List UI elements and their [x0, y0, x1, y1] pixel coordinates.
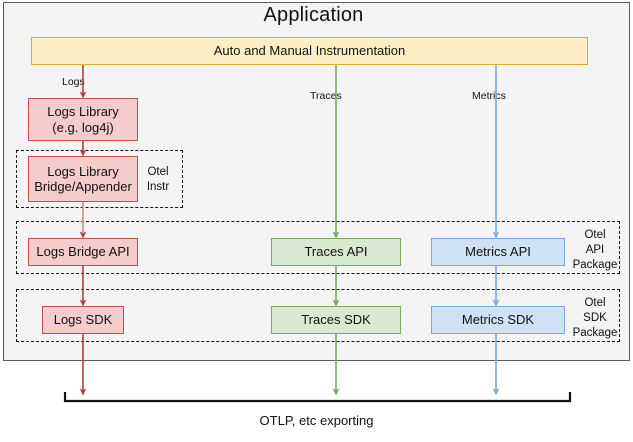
- group-label-otel-api-package: Otel API Package: [572, 229, 618, 272]
- node-traces-api[interactable]: Traces API: [271, 238, 401, 266]
- node-auto-manual-instrumentation[interactable]: Auto and Manual Instrumentation: [31, 37, 588, 65]
- node-label: Traces API: [304, 244, 368, 260]
- group-otel-api-package: [16, 221, 620, 274]
- node-logs-library-bridge-appender[interactable]: Logs Library Bridge/Appender: [28, 156, 138, 202]
- node-logs-sdk[interactable]: Logs SDK: [42, 306, 124, 334]
- node-traces-sdk[interactable]: Traces SDK: [271, 306, 401, 334]
- node-label: Traces SDK: [301, 312, 371, 328]
- group-otel-sdk-package: [16, 289, 620, 342]
- node-metrics-api[interactable]: Metrics API: [431, 238, 565, 266]
- edge-label-traces: Traces: [310, 90, 342, 102]
- edge-label-logs: Logs: [62, 76, 85, 88]
- node-label: Logs SDK: [53, 312, 113, 328]
- export-caption: OTLP, etc exporting: [259, 413, 374, 428]
- node-label: Metrics SDK: [461, 312, 535, 328]
- group-label-otel-sdk-package: Otel SDK Package: [572, 297, 618, 340]
- node-label: Metrics API: [465, 244, 531, 260]
- node-label-line2: Bridge/Appender: [34, 179, 132, 194]
- node-label-line1: Logs Library: [47, 104, 119, 120]
- node-metrics-sdk[interactable]: Metrics SDK: [431, 306, 565, 334]
- edge-label-metrics: Metrics: [472, 90, 506, 102]
- node-label: Logs Bridge API: [36, 244, 130, 260]
- node-label: Auto and Manual Instrumentation: [213, 43, 406, 59]
- node-label-line1: Logs Library: [47, 163, 119, 179]
- node-logs-bridge-api[interactable]: Logs Bridge API: [28, 238, 138, 266]
- page-title: Application: [263, 4, 364, 26]
- node-logs-library[interactable]: Logs Library (e.g. log4j): [28, 98, 138, 141]
- node-label-line2: (e.g. log4j): [52, 119, 114, 135]
- group-label-otel-instr: Otel Instr: [146, 166, 170, 194]
- group-otel-instr: [16, 150, 183, 208]
- export-bracket: [63, 392, 572, 403]
